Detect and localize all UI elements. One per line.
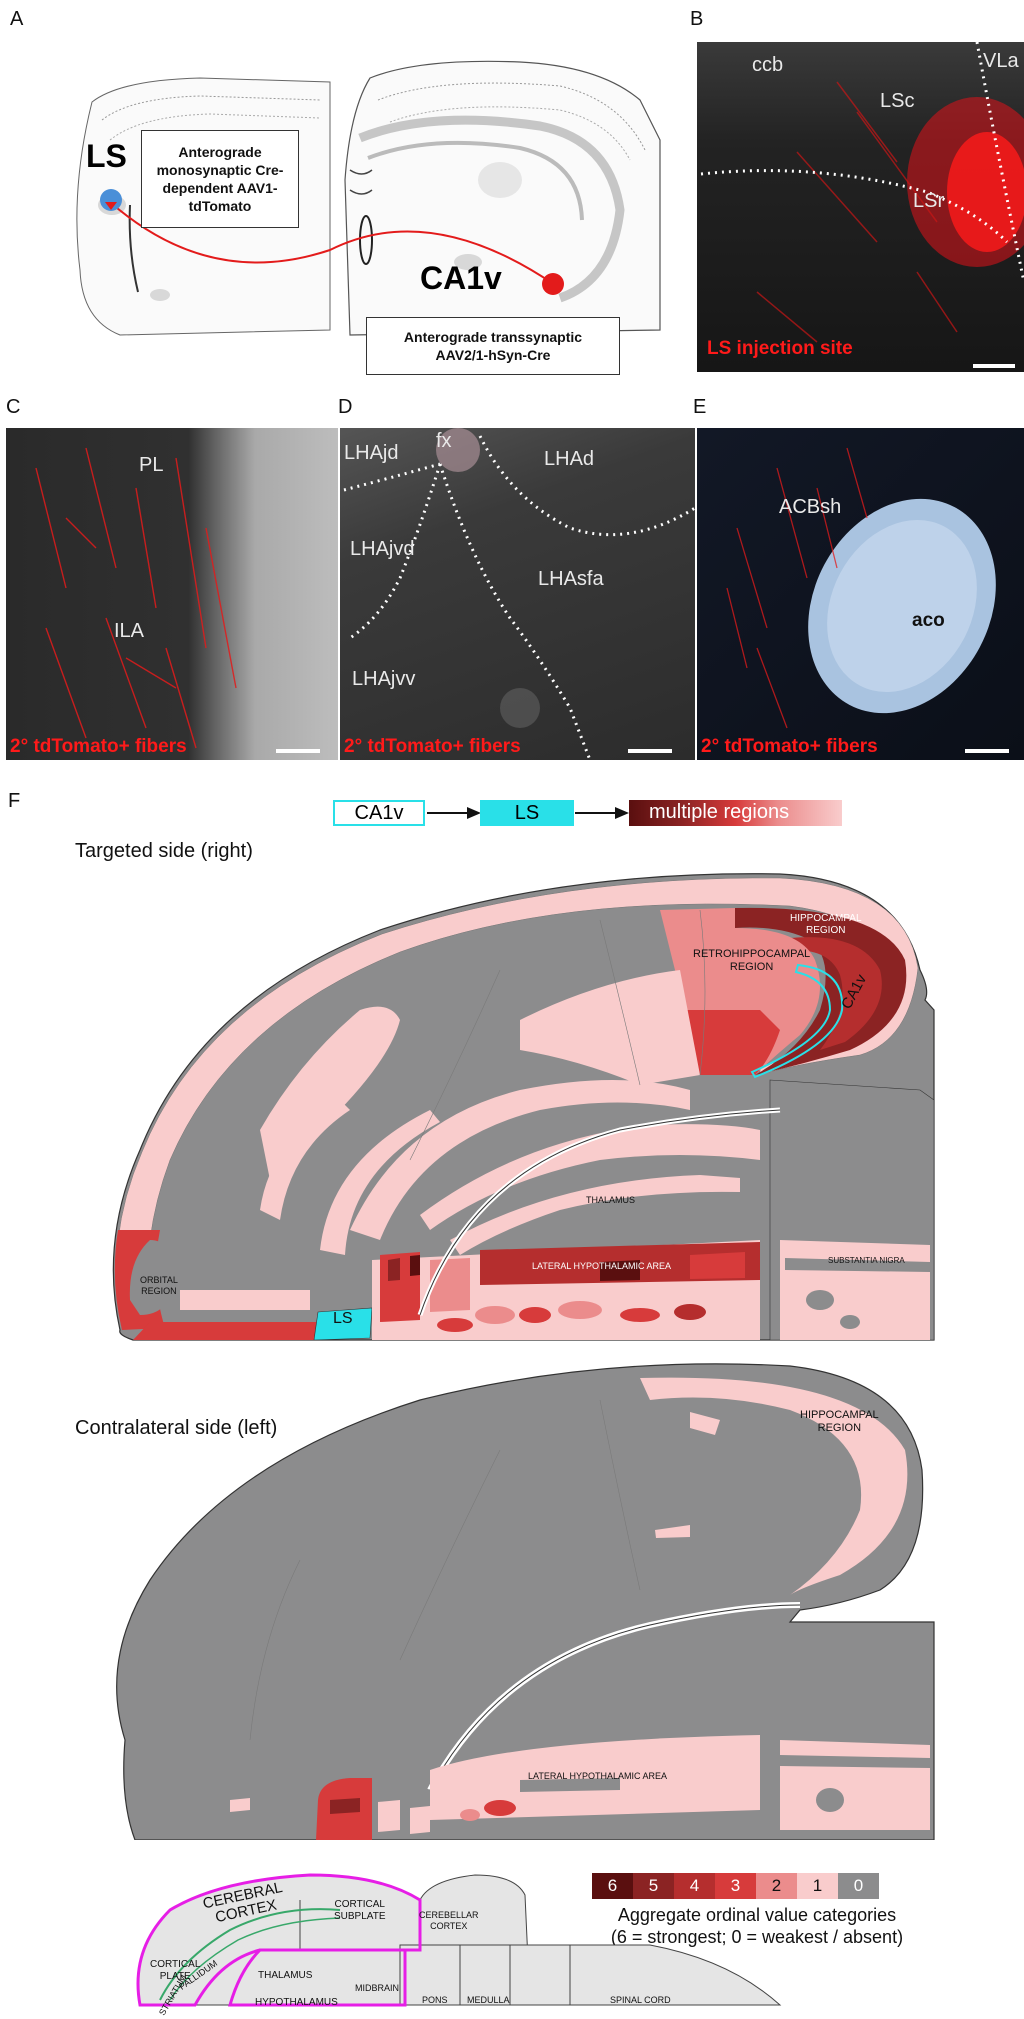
schematic-plate-line-1: CORTICAL (150, 1959, 200, 1971)
targeted-hippocampal-line-2: REGION (790, 925, 862, 937)
ca1v-desc-line-1: Anterograde transsynaptic (404, 328, 582, 346)
schematic-cerebellar-line-2: CORTEX (419, 1921, 479, 1932)
ca1v-injection-description: Anterograde transsynaptic AAV2/1-hSyn-Cr… (366, 317, 620, 375)
panel-letter-d: D (338, 396, 352, 419)
schematic-cerebellar-cortex: CEREBELLAR CORTEX (419, 1910, 479, 1932)
label-lhad: LHAd (544, 448, 594, 471)
label-lhasfa: LHAsfa (538, 568, 604, 591)
schematic-cerebellar-line-1: CEREBELLAR (419, 1910, 479, 1921)
schematic-medulla: MEDULLA (467, 1995, 510, 2005)
ls-injection-description: Anterograde monosynaptic Cre- dependent … (141, 130, 299, 228)
schematic-cortical-subplate: CORTICAL SUBPLATE (334, 1899, 386, 1923)
schematic-midbrain: MIDBRAIN (355, 1983, 399, 1993)
label-lhajd: LHAjd (344, 442, 398, 465)
contra-hippocampal-line-1: HIPPOCAMPAL (800, 1409, 879, 1422)
targeted-orbital-line-2: REGION (140, 1286, 178, 1297)
targeted-label-sn: SUBSTANTIA NIGRA (828, 1256, 905, 1265)
schematic-thalamus: THALAMUS (258, 1970, 312, 1981)
ca1v-site-label: CA1v (420, 260, 502, 297)
contra-label-hippocampal: HIPPOCAMPAL REGION (800, 1409, 879, 1435)
caption-fibers-e: 2° tdTomato+ fibers (701, 736, 878, 758)
label-ila: ILA (114, 620, 144, 643)
schematic-subplate-line-2: SUBPLATE (334, 1911, 386, 1923)
ca1v-desc-line-2: AAV2/1-hSyn-Cre (436, 346, 551, 364)
targeted-retro-line-1: RETROHIPPOCAMPAL (693, 948, 810, 961)
brain-region-schematic (130, 1860, 930, 2010)
label-aco: aco (912, 610, 945, 632)
scale-bar-d (628, 749, 672, 753)
targeted-label-ls: LS (333, 1310, 353, 1328)
photo-panel-c: PL ILA 2° tdTomato+ fibers (6, 428, 338, 760)
fiber-overlay-c (6, 428, 338, 760)
targeted-hippocampal-line-1: HIPPOCAMPAL (790, 913, 862, 925)
ls-desc-line-4: tdTomato (189, 197, 252, 215)
photo-panel-d: fx LHAjd LHAd LHAjvd LHAsfa LHAjvv 2° td… (340, 428, 695, 760)
label-acbsh: ACBsh (779, 496, 841, 519)
label-lsr: LSr (913, 190, 944, 213)
label-vla: VLa (983, 50, 1019, 73)
panel-letter-a: A (10, 8, 23, 31)
flow-target-label: multiple regions (649, 801, 789, 824)
label-pl: PL (139, 454, 163, 477)
schematic-spinal-cord: SPINAL CORD (610, 1995, 671, 2005)
targeted-flatmap (0, 860, 1024, 1380)
flow-arrow-2 (573, 800, 633, 826)
photo-panel-b: ccb VLa LSc LSr LS injection site (697, 42, 1024, 372)
schematic-subplate-line-1: CORTICAL (334, 1899, 386, 1911)
flow-relay-box: LS (480, 800, 574, 826)
ls-desc-line-3: dependent AAV1- (162, 179, 277, 197)
targeted-label-retro: RETROHIPPOCAMPAL REGION (693, 948, 810, 974)
label-lhajvv: LHAjvv (352, 668, 415, 691)
ls-desc-line-2: monosynaptic Cre- (157, 161, 284, 179)
flow-source-box: CA1v (333, 800, 425, 826)
contra-hippocampal-line-2: REGION (800, 1422, 879, 1435)
panel-letter-f: F (8, 790, 20, 813)
label-ccb: ccb (752, 54, 783, 77)
scale-bar-e (965, 749, 1009, 753)
caption-ls-injection-site: LS injection site (707, 338, 853, 360)
flow-target-box: multiple regions (629, 800, 842, 826)
flow-arrow-1 (425, 800, 485, 826)
ls-injection-overlay (697, 42, 1024, 372)
fiber-overlay-e (697, 428, 1024, 760)
panel-letter-e: E (693, 396, 706, 419)
targeted-label-orbital: ORBITAL REGION (140, 1275, 178, 1297)
targeted-orbital-line-1: ORBITAL (140, 1275, 178, 1286)
ls-site-label: LS (86, 138, 127, 175)
panel-a: LS CA1v Anterograde monosynaptic Cre- de… (0, 30, 690, 380)
boundary-overlay-d (340, 428, 695, 760)
flow-diagram: CA1v LS multiple regions (333, 800, 843, 828)
targeted-retro-line-2: REGION (693, 961, 810, 974)
ls-desc-line-1: Anterograde (178, 143, 261, 161)
label-fx: fx (436, 430, 452, 453)
label-lhajvd: LHAjvd (350, 538, 414, 561)
label-lsc: LSc (880, 90, 914, 113)
photo-panel-e: ACBsh aco 2° tdTomato+ fibers (697, 428, 1024, 760)
schematic-pons: PONS (422, 1995, 448, 2005)
targeted-label-hippocampal: HIPPOCAMPAL REGION (790, 913, 862, 937)
panel-letter-c: C (6, 396, 20, 419)
scale-bar-c (276, 749, 320, 753)
panel-letter-b: B (690, 8, 703, 31)
targeted-label-lha: LATERAL HYPOTHALAMIC AREA (532, 1261, 671, 1271)
targeted-label-thalamus: THALAMUS (586, 1195, 635, 1205)
contra-label-lha: LATERAL HYPOTHALAMIC AREA (528, 1771, 667, 1781)
caption-fibers-d: 2° tdTomato+ fibers (344, 736, 521, 758)
schematic-hypothalamus: HYPOTHALAMUS (255, 1997, 338, 2008)
scale-bar-b (973, 364, 1015, 368)
caption-fibers-c: 2° tdTomato+ fibers (10, 736, 187, 758)
